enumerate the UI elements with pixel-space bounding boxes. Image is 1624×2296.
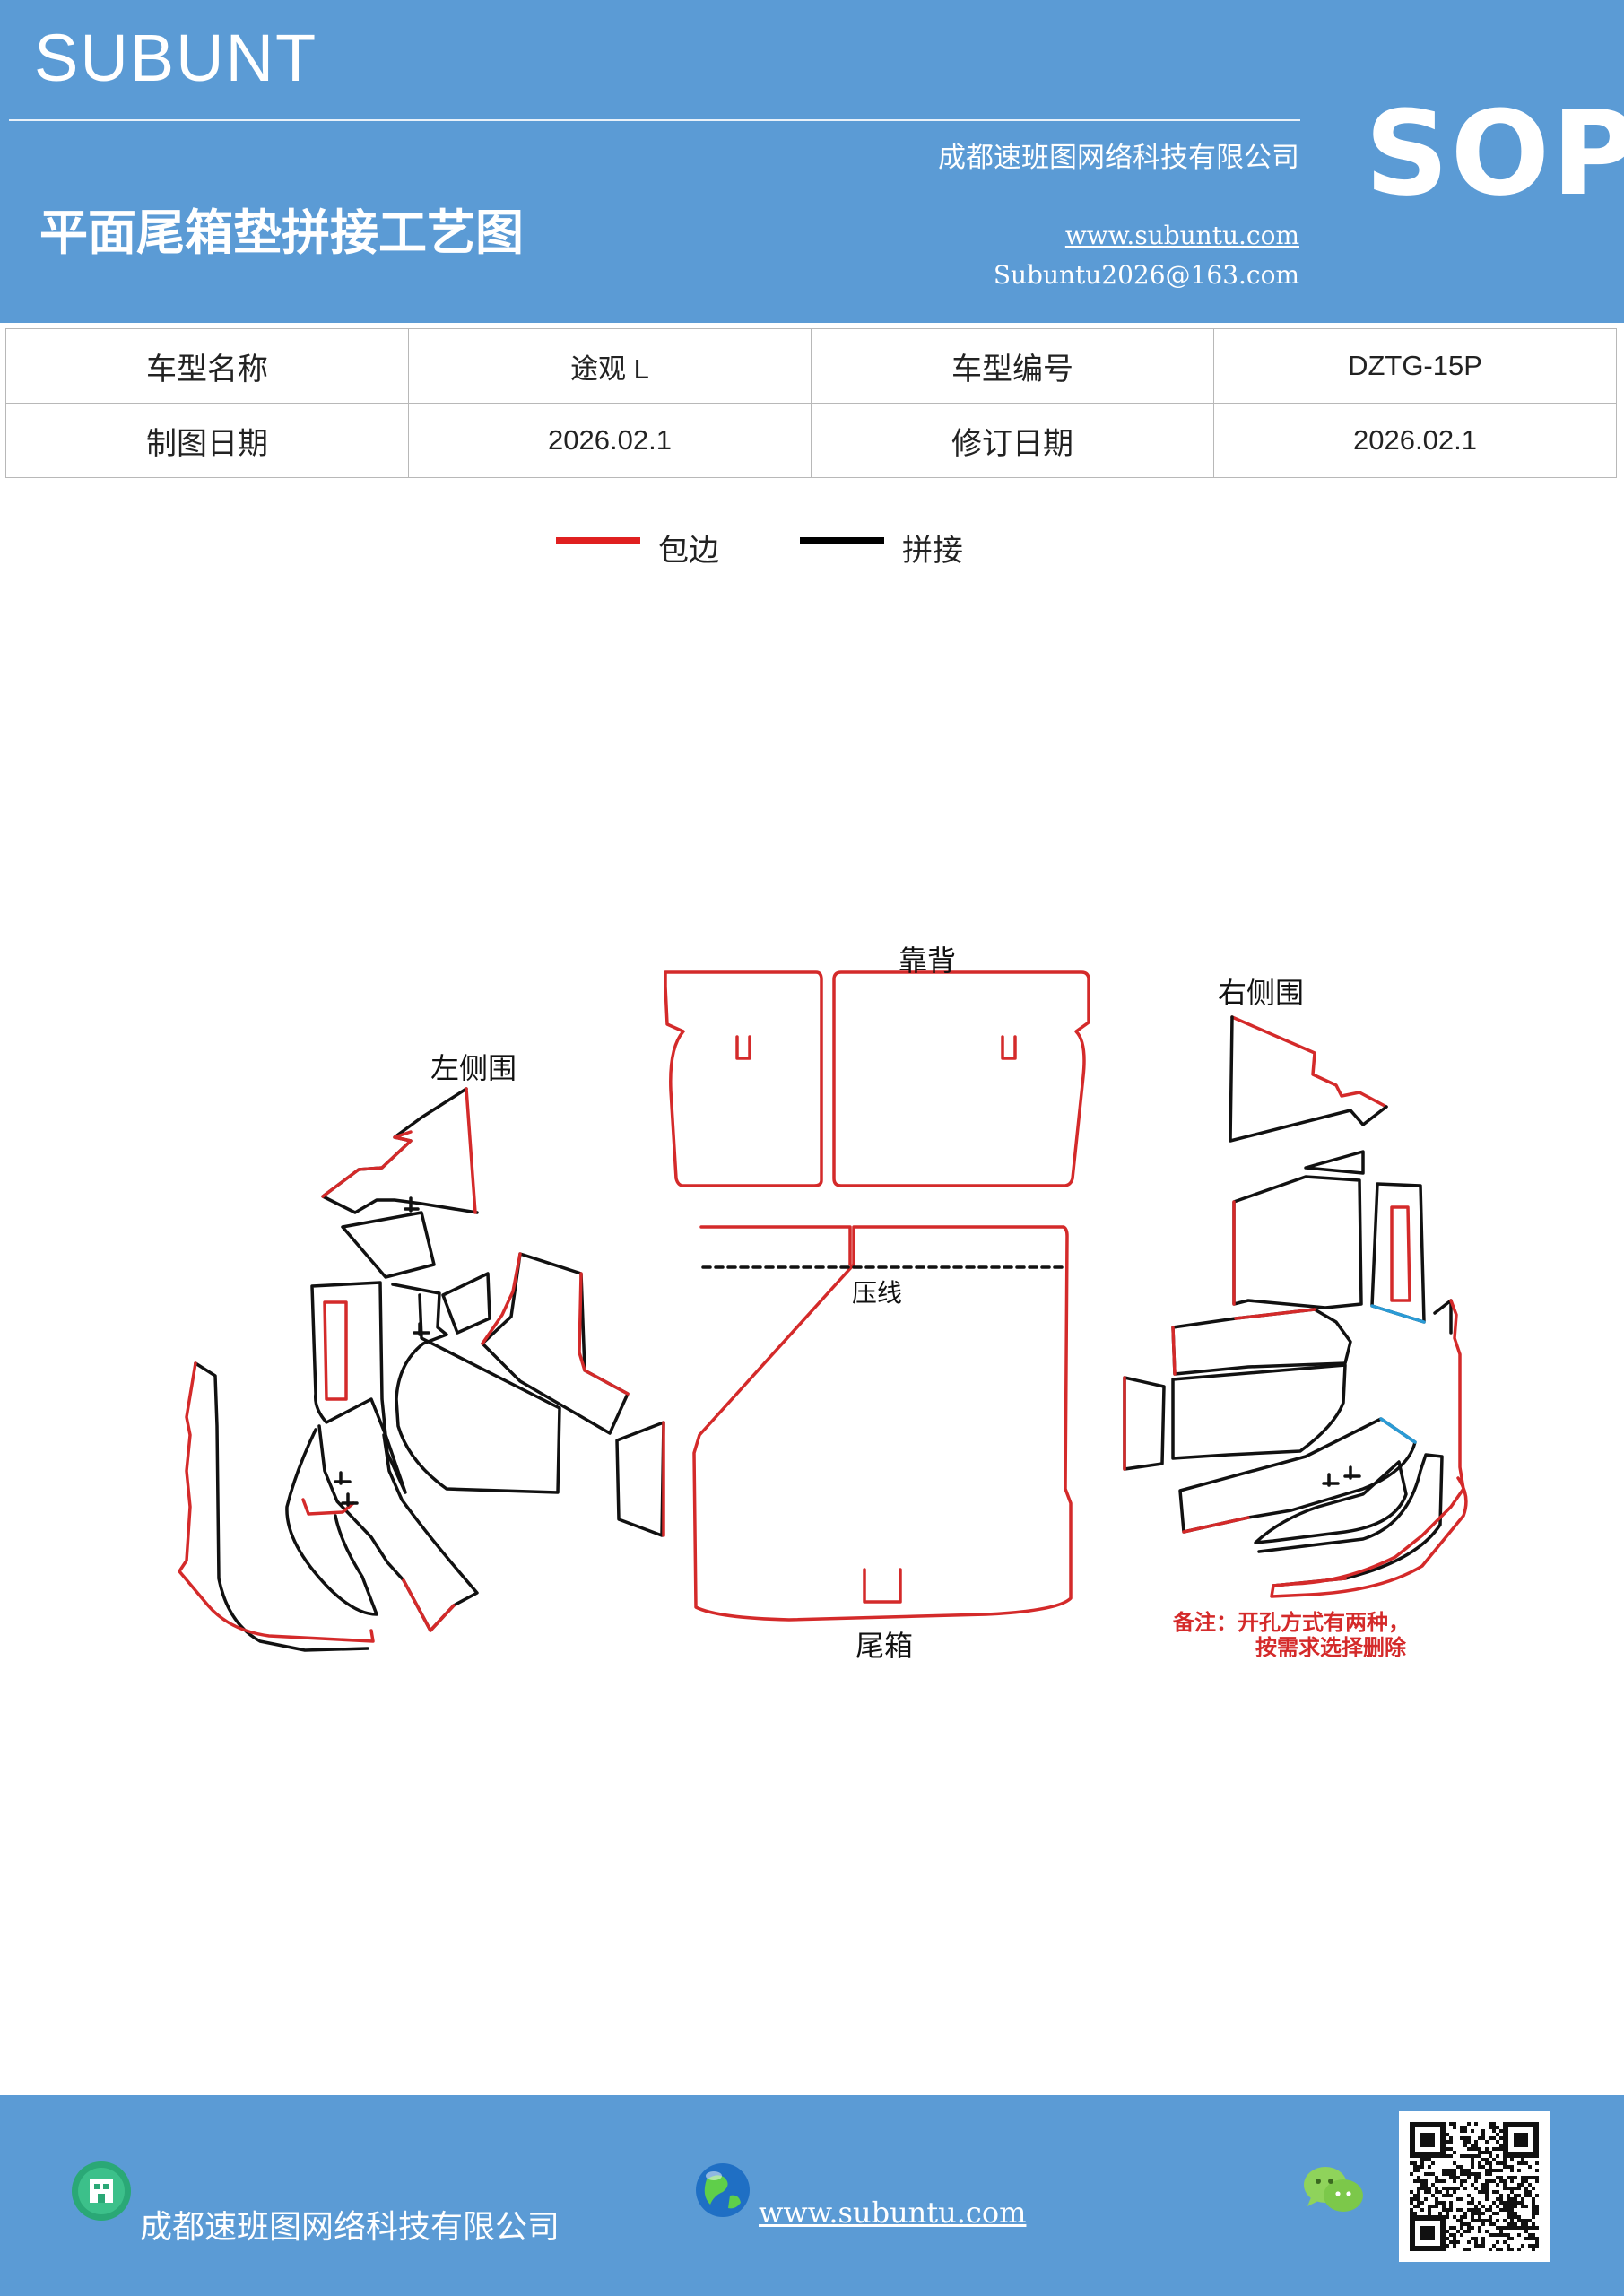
globe-icon — [696, 2163, 750, 2217]
left-angled-large — [481, 1252, 630, 1435]
building-icon — [72, 2161, 131, 2221]
right-triangle-edge — [1230, 1015, 1388, 1109]
table-row: 车型名称 途观 L 车型编号 DZTG-15P — [5, 328, 1617, 404]
document-title: 平面尾箱垫拼接工艺图 — [39, 204, 524, 261]
right-small-tri — [1304, 1150, 1365, 1175]
backrest-left-panel — [664, 970, 823, 1187]
pattern-drawing — [178, 970, 1468, 1652]
right-lower-wide — [1171, 1363, 1347, 1460]
left-small-piece — [441, 1272, 491, 1335]
pattern-diagram: 靠背 右侧围 左侧围 压线 尾箱 备注：开孔方式有两种， 按需求选择删除 — [0, 897, 1624, 1704]
website-link[interactable]: www.subuntu.com — [1064, 221, 1299, 250]
left-small-right — [615, 1421, 665, 1537]
right-square-panel — [1232, 1175, 1363, 1309]
footer-company-name: 成都速班图网络科技有限公司 — [140, 2209, 560, 2246]
note-line-2: 按需求选择删除 — [1255, 1635, 1406, 1660]
header-banner: SUBUNT SOP 成都速班图网络科技有限公司 平面尾箱垫拼接工艺图 www.… — [0, 0, 1624, 323]
label-model-name: 车型名称 — [5, 328, 409, 404]
left-angled-large-edge — [481, 1252, 630, 1396]
trunk-notch — [863, 1568, 902, 1604]
label-model-code: 车型编号 — [811, 328, 1214, 404]
sop-badge: SOP — [1365, 85, 1624, 222]
value-model-name: 途观 L — [408, 328, 812, 404]
brand-name: SUBUNT — [34, 21, 318, 95]
backrest-left-slot — [735, 1035, 751, 1060]
label-draw-date: 制图日期 — [5, 403, 409, 478]
legend-swatch-seam — [800, 537, 884, 544]
qr-code — [1399, 2111, 1550, 2262]
left-curved-long-edge — [402, 1578, 456, 1632]
value-revision-date: 2026.02.1 — [1213, 403, 1617, 478]
right-blue-seam-2 — [1379, 1417, 1417, 1444]
right-tall-strip-cut — [1390, 1205, 1411, 1302]
right-diagonal-strip-edge — [1182, 1516, 1250, 1534]
company-name: 成都速班图网络科技有限公司 — [938, 142, 1299, 174]
backrest-right-panel — [832, 970, 1090, 1187]
right-mid-panel-edge — [1171, 1308, 1316, 1376]
value-model-code: DZTG-15P — [1213, 328, 1617, 404]
wechat-icon[interactable] — [1302, 2163, 1365, 2217]
label-trunk: 尾箱 — [855, 1629, 914, 1663]
legend-swatch-edge — [556, 537, 640, 544]
label-press-line: 压线 — [852, 1278, 903, 1308]
right-blue-seam-1 — [1370, 1304, 1426, 1324]
left-tall-strip-cut — [323, 1300, 348, 1401]
right-outer-long — [1433, 1299, 1453, 1335]
header-divider — [9, 119, 1300, 121]
right-mid-panel — [1171, 1308, 1352, 1376]
footer-website-link[interactable]: www.subuntu.com — [759, 2196, 1027, 2230]
footer-banner: 成都速班图网络科技有限公司 www.subuntu.com — [0, 2095, 1624, 2296]
legend-label-seam: 拼接 — [902, 533, 963, 569]
backrest-right-slot — [1001, 1035, 1017, 1060]
right-curve-inner — [1254, 1460, 1408, 1544]
trunk-floor-panel — [692, 1225, 1073, 1622]
hole-mark-left-2 — [413, 1322, 430, 1336]
email-address: Subuntu2026@163.com — [993, 260, 1299, 290]
label-revision-date: 修订日期 — [811, 403, 1214, 478]
label-left-side: 左侧围 — [430, 1051, 517, 1085]
right-curve-outer — [1257, 1453, 1444, 1587]
vehicle-info-table: 车型名称 途观 L 车型编号 DZTG-15P 制图日期 2026.02.1 修… — [5, 328, 1617, 478]
hole-mark-right — [1322, 1465, 1361, 1487]
left-small-quad — [341, 1211, 436, 1279]
hole-mark-left-1 — [404, 1196, 420, 1213]
left-panel-mid — [391, 1283, 561, 1494]
note-line-1: 备注：开孔方式有两种， — [1173, 1610, 1410, 1635]
right-small-left — [1123, 1376, 1166, 1471]
right-outer-long-edge — [1270, 1299, 1468, 1598]
label-right-side: 右侧围 — [1218, 976, 1305, 1010]
left-curved-long — [317, 1424, 479, 1632]
label-backrest: 靠背 — [899, 944, 957, 978]
value-draw-date: 2026.02.1 — [408, 403, 812, 478]
left-inner-curve-edge — [301, 1498, 355, 1516]
table-row: 制图日期 2026.02.1 修订日期 2026.02.1 — [5, 403, 1617, 478]
left-outer-long-edge — [178, 1361, 375, 1643]
legend-label-edge: 包边 — [658, 533, 719, 569]
left-outer-long — [194, 1361, 369, 1652]
right-triangle-seam — [1229, 1015, 1388, 1143]
qr-code-pattern — [1399, 2111, 1550, 2262]
left-triangle-edge — [321, 1087, 477, 1214]
hole-mark-left-3 — [334, 1471, 359, 1507]
left-inner-curve — [285, 1428, 378, 1616]
